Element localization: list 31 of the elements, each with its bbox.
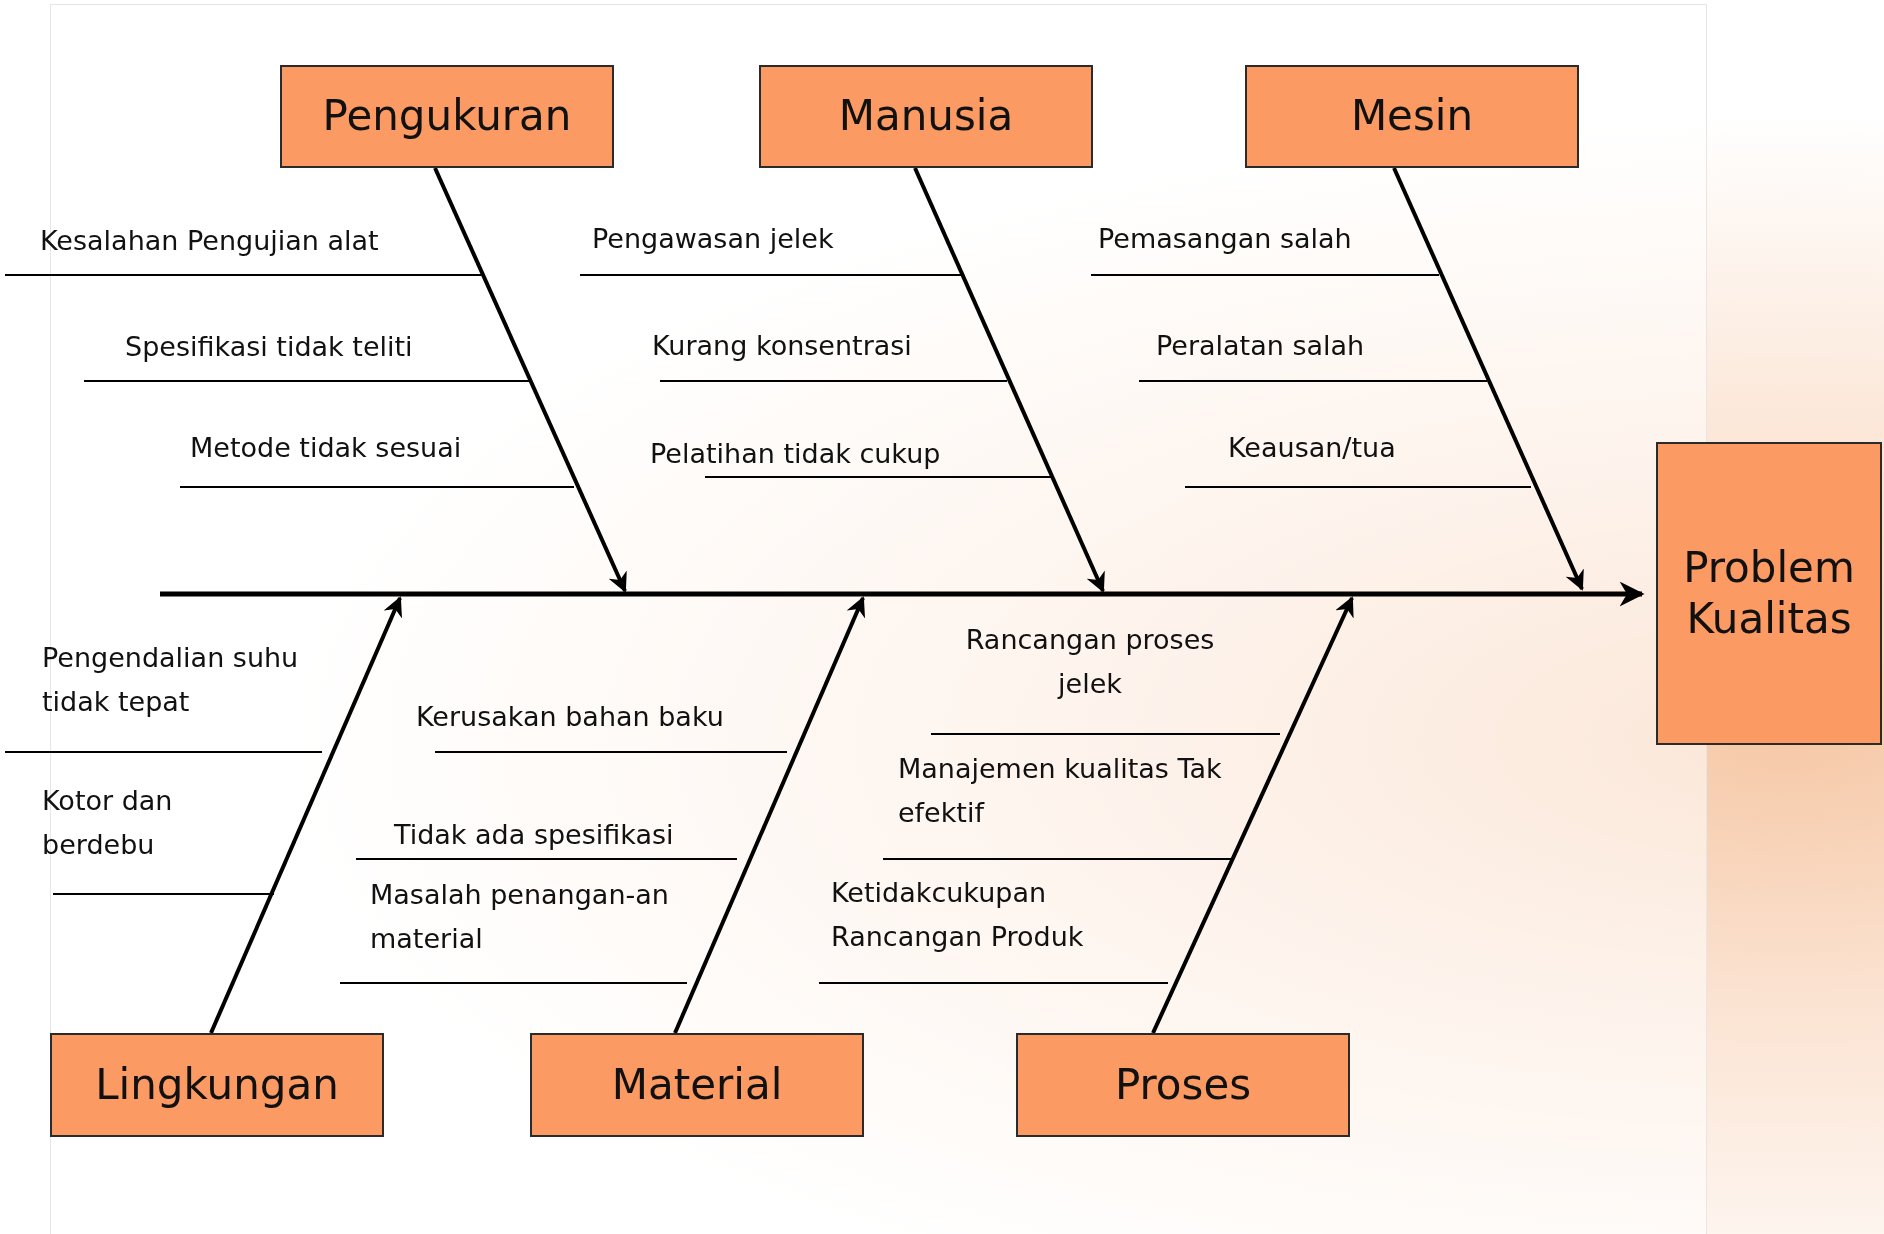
arrow — [1392, 167, 1584, 591]
cause-label: Pemasangan salah — [1098, 222, 1353, 256]
cause-label: Spesifikasi tidak teliti — [125, 330, 414, 364]
cause-label: Pengendalian suhu tidak tepat — [42, 641, 300, 719]
cause-label: Kurang konsentrasi — [652, 329, 913, 363]
arrow — [913, 167, 1105, 593]
cause-label: Peralatan salah — [1156, 329, 1366, 363]
cause-label: Kotor dan berdebu — [42, 784, 174, 862]
cause-label: Masalah penangan-an material — [370, 878, 670, 956]
cause-label: Keausan/tua — [1228, 431, 1397, 465]
cause-label: Metode tidak sesuai — [190, 431, 463, 465]
category-box: Proses — [1016, 1033, 1350, 1137]
category-box: Pengukuran — [280, 65, 614, 168]
arrow — [209, 596, 402, 1034]
cause-label: Kesalahan Pengujian alat — [40, 224, 380, 258]
arrow — [673, 596, 866, 1034]
cause-label: Tidak ada spesifikasi — [394, 818, 675, 852]
cause-label: Ketidakcukupan Rancangan Produk — [831, 876, 1085, 954]
arrow — [1151, 596, 1354, 1034]
category-box: Manusia — [759, 65, 1093, 168]
cause-label: Rancangan proses jelek — [964, 623, 1216, 701]
cause-label: Manajemen kualitas Tak efektif — [898, 752, 1223, 830]
arrow — [160, 581, 1645, 607]
cause-label: Pelatihan tidak cukup — [650, 437, 942, 471]
arrow — [433, 167, 627, 593]
category-box: Lingkungan — [50, 1033, 384, 1137]
effect-box: Problem Kualitas — [1656, 442, 1882, 745]
cause-label: Pengawasan jelek — [592, 222, 835, 256]
category-box: Material — [530, 1033, 864, 1137]
cause-label: Kerusakan bahan baku — [416, 700, 725, 734]
category-box: Mesin — [1245, 65, 1579, 168]
